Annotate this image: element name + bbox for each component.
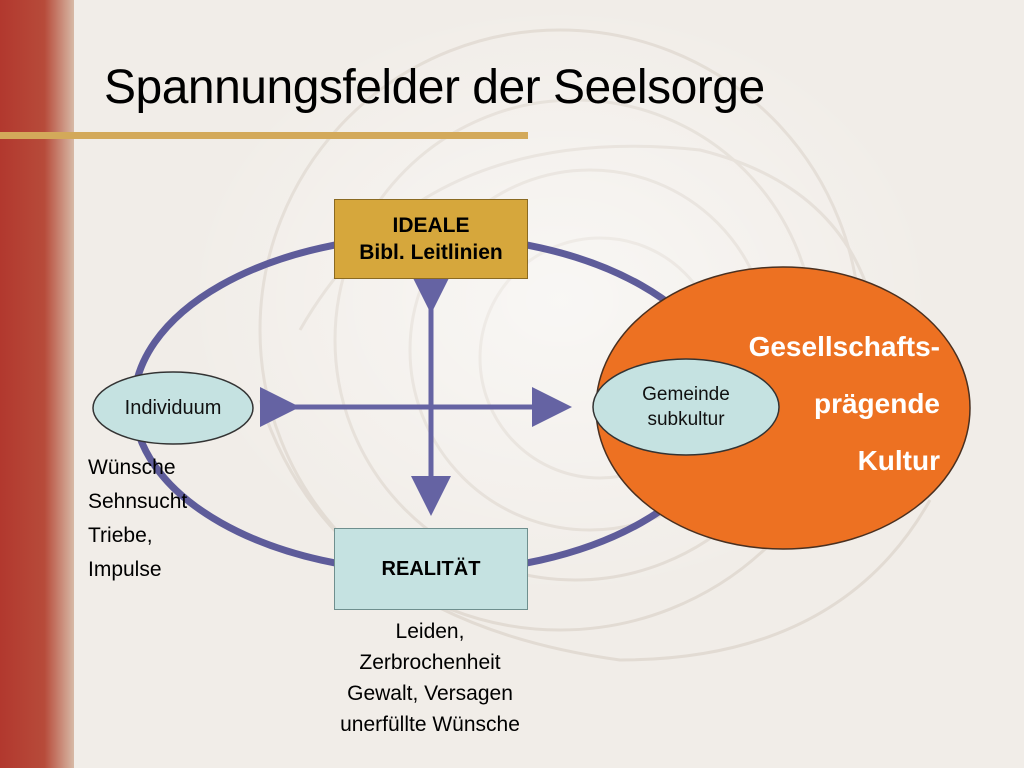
realitaet-note: Leiden, bbox=[395, 620, 465, 643]
ideale-label: IDEALE bbox=[392, 214, 470, 237]
individuum-note: Sehnsucht bbox=[88, 490, 188, 513]
kultur-line-1: Gesellschafts- bbox=[748, 331, 940, 362]
realitaet-label: REALITÄT bbox=[381, 557, 481, 580]
gemeinde-label: Gemeinde subkultur bbox=[592, 358, 780, 456]
realitaet-notes: Leiden, Zerbrochenheit Gewalt, Versagen … bbox=[300, 616, 560, 740]
individuum-note: Wünsche bbox=[88, 456, 176, 479]
individuum-note: Impulse bbox=[88, 558, 162, 581]
individuum-ellipse bbox=[92, 371, 254, 445]
gemeinde-line-1: Gemeinde bbox=[642, 384, 730, 405]
kultur-text: Gesellschafts- prägende Kultur bbox=[648, 318, 940, 489]
individuum-note: Triebe, bbox=[88, 524, 153, 547]
realitaet-box: REALITÄT bbox=[334, 528, 528, 610]
title-gold-rule bbox=[0, 132, 528, 139]
gemeinde-line-2: subkultur bbox=[647, 409, 725, 430]
realitaet-note: unerfüllte Wünsche bbox=[340, 713, 520, 736]
individuum-notes: Wünsche Sehnsucht Triebe, Impulse bbox=[88, 451, 187, 587]
slide-title: Spannungsfelder der Seelsorge bbox=[104, 61, 765, 114]
gemeinde-ellipse bbox=[592, 358, 780, 456]
ideale-box: IDEALE Bibl. Leitlinien bbox=[334, 199, 528, 279]
left-red-strip bbox=[0, 0, 74, 768]
individuum-label: Individuum bbox=[124, 396, 222, 419]
kultur-line-3: Kultur bbox=[857, 445, 940, 476]
realitaet-note: Gewalt, Versagen bbox=[347, 682, 513, 705]
ideale-sublabel: Bibl. Leitlinien bbox=[359, 241, 503, 264]
realitaet-note: Zerbrochenheit bbox=[359, 651, 501, 674]
kultur-line-2: prägende bbox=[813, 388, 940, 419]
